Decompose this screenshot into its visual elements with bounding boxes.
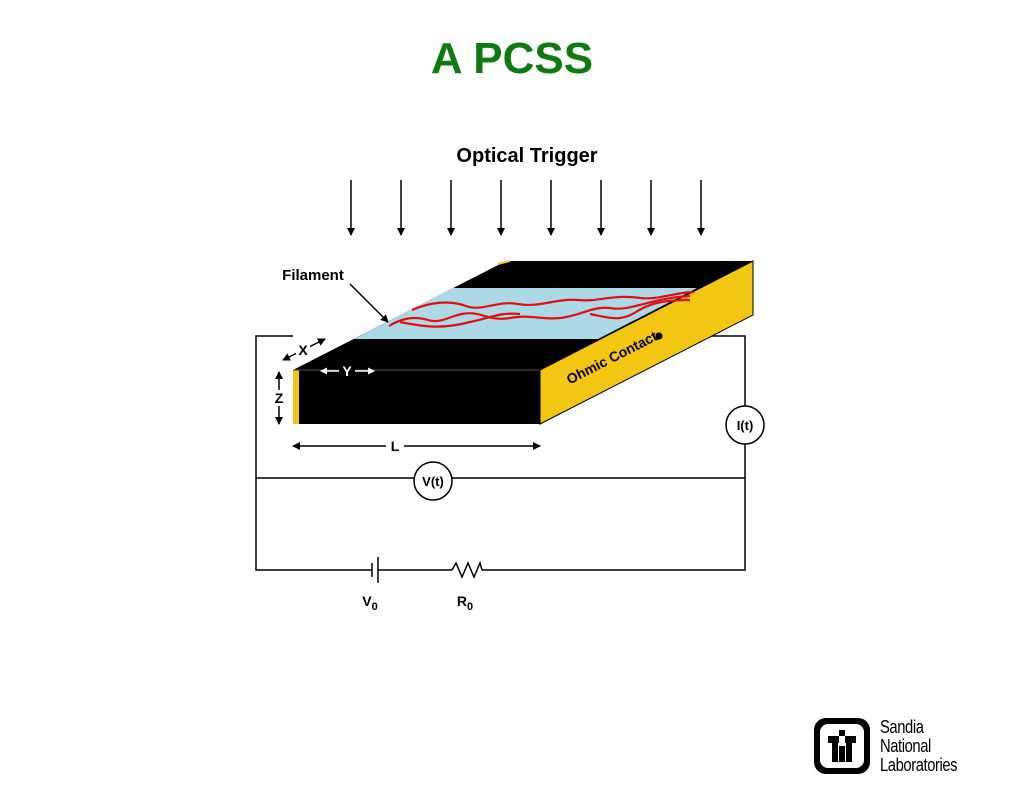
voltage-meter [413, 461, 453, 501]
left-wire [255, 335, 372, 571]
sandia-logo: Sandia National Laboratories [812, 716, 982, 778]
device-front-face [293, 370, 540, 424]
dim-z-label: Z [275, 390, 284, 406]
ohmic-contact-left [293, 370, 299, 424]
resistor-symbol [451, 560, 483, 579]
dim-l-label: L [391, 438, 400, 454]
pcss-device [293, 260, 754, 425]
dim-y-label: Y [342, 363, 352, 379]
filament-pointer [349, 283, 389, 323]
voltage-meter-label: V(t) [422, 474, 444, 489]
logo-line-3: Laboratories [880, 755, 958, 775]
logo-line-1: Sandia [880, 717, 924, 737]
optical-trigger-label: Optical Trigger [456, 145, 597, 167]
filament-label: Filament [282, 267, 344, 284]
slide-title: A PCSS [430, 34, 594, 83]
current-meter [725, 405, 765, 445]
thunderbird-logo-icon [814, 718, 870, 774]
resistor-label: R0 [457, 593, 473, 613]
filament-paths [388, 290, 695, 328]
logo-text: Sandia National Laboratories [880, 717, 958, 775]
logo-line-2: National [880, 736, 931, 756]
dim-x-label: X [298, 342, 308, 358]
battery-symbol [371, 557, 379, 583]
source-voltage-label: V0 [362, 593, 377, 613]
trigger-arrows [347, 180, 705, 236]
contact-point [655, 332, 663, 340]
current-meter-label: I(t) [737, 418, 754, 433]
